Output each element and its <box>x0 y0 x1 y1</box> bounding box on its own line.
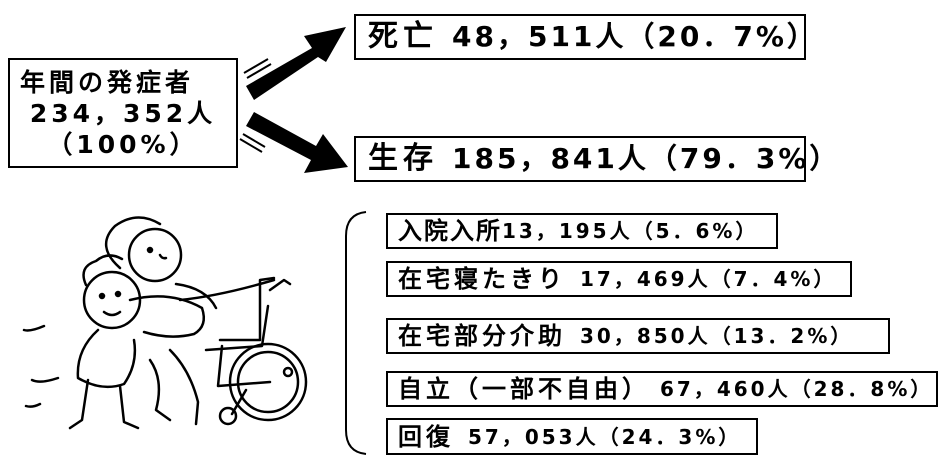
annual-cases-count: 234，352人 <box>29 98 217 128</box>
breakdown-bracket <box>345 211 367 455</box>
bedridden-label: 在宅寝たきり <box>398 265 566 293</box>
partial-assistance-box: 在宅部分介助 30，850人（13．2%） <box>386 318 890 354</box>
survival-box: 生存 185，841人（79．3%） <box>354 136 837 182</box>
arrow-to-survival-icon <box>239 112 348 173</box>
caregiver-wheelchair-icon <box>22 216 308 430</box>
hospitalized-label: 入院入所 <box>398 217 502 245</box>
recovered-label: 回復 <box>398 422 454 451</box>
hospitalized-box: 入院入所 13，195人（5．6%） <box>386 213 778 249</box>
annual-cases-percent: （100%） <box>47 129 199 159</box>
death-label: 死亡 <box>368 19 438 54</box>
annual-cases-box: 年間の発症者 234，352人 （100%） <box>8 58 238 168</box>
bedridden-value: 17，469人（7．4%） <box>580 267 837 291</box>
partial-assistance-label: 在宅部分介助 <box>398 322 566 350</box>
hospitalized-value: 13，195人（5．6%） <box>502 219 759 243</box>
recovered-value: 57，053人（24．3%） <box>468 424 742 449</box>
independent-value: 67，460人（28．8%） <box>660 377 934 401</box>
independent-label: 自立（一部不自由） <box>398 375 650 403</box>
annual-cases-label: 年間の発症者 <box>20 67 195 97</box>
partial-assistance-value: 30，850人（13．2%） <box>580 324 854 348</box>
recovered-box: 回復 57，053人（24．3%） <box>386 418 758 455</box>
independent-box: 自立（一部不自由） 67，460人（28．8%） <box>386 371 938 407</box>
death-box: 死亡 48，511人（20．7%） <box>354 14 815 60</box>
arrow-to-death-icon <box>243 27 346 100</box>
survival-label: 生存 <box>368 141 438 176</box>
bedridden-box: 在宅寝たきり 17，469人（7．4%） <box>386 261 852 297</box>
survival-value: 185，841人（79．3%） <box>452 142 841 175</box>
death-value: 48，511人（20．7%） <box>452 20 818 53</box>
